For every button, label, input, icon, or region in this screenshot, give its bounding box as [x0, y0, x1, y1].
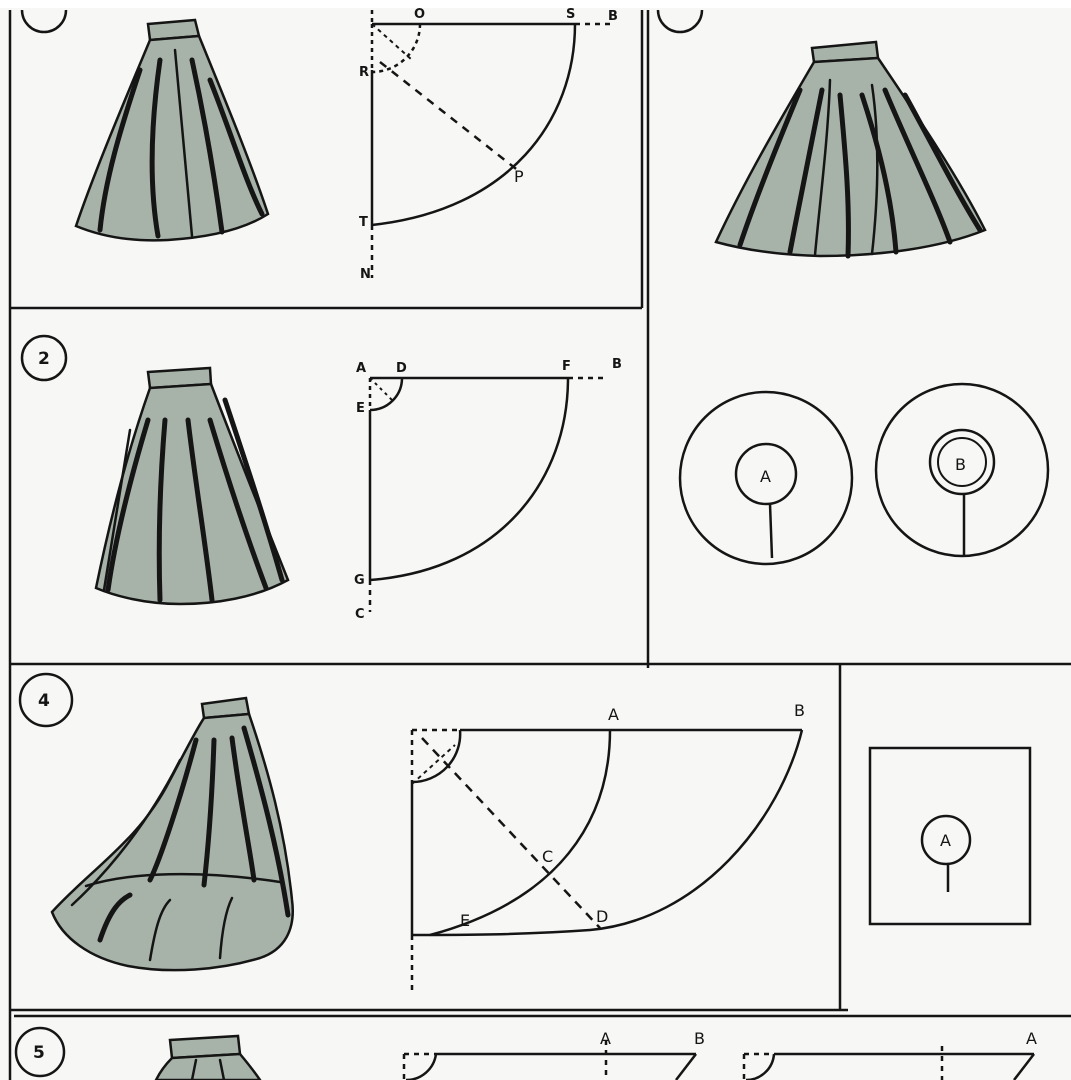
skirt-illustration-5 [154, 1034, 262, 1080]
label-t: T [359, 215, 368, 230]
panel-2: 2 A D F B E G C [20, 334, 622, 622]
panel-5-number: 5 [33, 1043, 45, 1063]
label-a-right: A [1026, 1029, 1037, 1048]
circle-pattern-b-inner [928, 428, 996, 496]
label-a: A [608, 705, 619, 724]
skirt-illustration-4 [50, 696, 294, 972]
skirt-illustration-3 [714, 40, 987, 259]
pattern-draft-1 [370, 10, 612, 278]
circle-pattern-b-outer [874, 382, 1050, 558]
circle-label-b: B [955, 455, 966, 474]
label-f: F [562, 359, 571, 374]
pattern-draft-5 [402, 1040, 1035, 1080]
panel-5: 5 A B A [14, 1026, 1037, 1080]
label-d: D [596, 907, 608, 926]
label-b: B [694, 1029, 705, 1048]
panel-4-number-circle [18, 672, 74, 728]
label-e: E [460, 911, 470, 930]
label-b: B [794, 701, 805, 720]
skirt-illustration-2 [94, 366, 290, 606]
circle-pattern-a-inner [734, 442, 798, 506]
panel-4: 4 A B C D E [18, 672, 1032, 992]
label-s: S [566, 7, 575, 22]
skirt-illustration-1 [74, 18, 270, 242]
pattern-draft-4 [410, 728, 804, 992]
label-c: C [542, 847, 553, 866]
label-a: A [356, 361, 366, 376]
label-n: N [360, 267, 371, 282]
panel-3-number-circle [656, 9, 704, 34]
label-a: A [600, 1029, 611, 1048]
panel-1: O S B R P T N [20, 7, 987, 282]
panel-frames [8, 10, 1071, 1080]
label-d: D [396, 361, 407, 376]
square-circle-label: A [940, 831, 951, 850]
label-p: P [514, 167, 524, 186]
label-o: O [414, 7, 425, 22]
panel-2-number-circle [20, 334, 68, 382]
circle-pattern-a-outer [678, 390, 854, 566]
circle-label-a: A [760, 467, 771, 486]
label-c: C [355, 607, 365, 622]
panel-2-number: 2 [38, 349, 50, 369]
panel-1-number-circle [20, 9, 68, 34]
label-b: B [612, 357, 622, 372]
panel-4-number: 4 [38, 691, 50, 711]
panel-5-number-circle [14, 1026, 66, 1078]
label-g: G [354, 573, 365, 588]
pattern-draft-2 [368, 376, 606, 612]
panel-3-circles: A B [678, 382, 1050, 566]
label-b: B [608, 9, 618, 24]
square-pattern [868, 746, 1032, 926]
label-e: E [356, 401, 365, 416]
label-r: R [359, 65, 369, 80]
